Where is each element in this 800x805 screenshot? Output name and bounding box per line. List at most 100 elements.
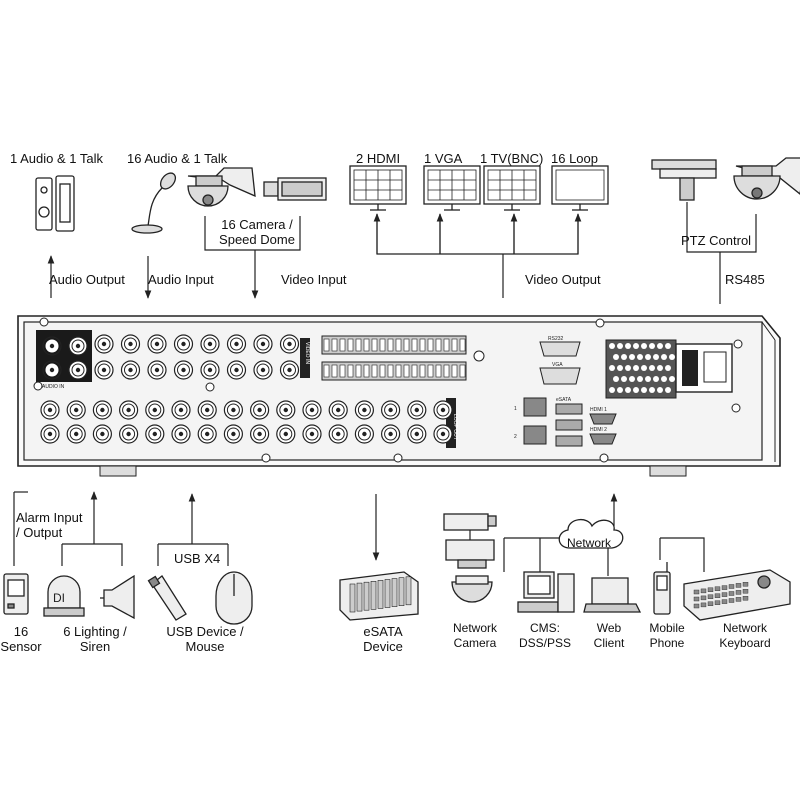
bnc-port [250, 424, 270, 444]
svg-text:DI: DI [53, 591, 65, 605]
bnc-port [302, 400, 322, 420]
network-keyboard-icon [683, 569, 791, 621]
terminal-pin [347, 338, 354, 352]
fan-hole [665, 365, 671, 371]
fan-hole [665, 343, 671, 349]
bnc-port [226, 360, 247, 380]
terminal-pin [387, 338, 394, 352]
terminal-pin [371, 338, 378, 352]
bnc-port [279, 334, 300, 354]
keyboard-key [735, 583, 742, 588]
bnc-port [197, 424, 217, 444]
bnc-port [328, 424, 348, 444]
bnc-port [276, 424, 296, 444]
vga-monitor-icon [423, 165, 481, 211]
terminal-pin [387, 364, 394, 378]
bnc-port [223, 424, 243, 444]
bnc-port [40, 400, 60, 420]
fan-hole [657, 365, 663, 371]
keyboard-key [700, 602, 707, 608]
vga-port-label: VGA [552, 362, 563, 368]
terminal-pin [379, 364, 386, 378]
ptz-camera-icon [651, 159, 717, 201]
terminal-pin [371, 364, 378, 378]
drive-bay [356, 582, 363, 612]
usb-device-mouse-label: USB Device / Mouse [166, 624, 244, 654]
loop-label: 16 Loop [551, 151, 598, 166]
terminal-pin [339, 364, 346, 378]
bottom-connector-lines [13, 491, 705, 576]
loop-out-port-label: LOOP OUT [452, 414, 458, 440]
keyboard-key [693, 596, 700, 602]
keyboard-key [735, 597, 742, 602]
terminal-pin [323, 364, 330, 378]
keyboard-key [728, 591, 735, 596]
drive-bay [398, 577, 405, 607]
bnc-port [120, 334, 141, 354]
bnc-port [119, 400, 139, 420]
keyboard-key [714, 586, 721, 591]
terminal-pin [339, 338, 346, 352]
esata-device-label: eSATA Device [363, 624, 403, 654]
camera-speed-dome-label: 16 Camera / Speed Dome [219, 217, 295, 247]
keyboard-key [714, 600, 721, 605]
fan-hole [641, 343, 647, 349]
speaker-icon [35, 175, 75, 232]
sensor-icon [3, 573, 29, 615]
fan-hole [661, 354, 667, 360]
lan1-port-label: 1 [514, 406, 517, 412]
keyboard-key [735, 590, 742, 595]
bnc-port [279, 360, 300, 380]
bnc-port [94, 334, 114, 354]
terminal-pin [435, 364, 442, 378]
fan-hole [633, 387, 639, 393]
network-cloud-label: Network [567, 536, 612, 550]
bnc-port [42, 360, 62, 380]
terminal-pin [323, 338, 330, 352]
keyboard-key [700, 595, 707, 601]
bnc-port [119, 424, 139, 444]
keyboard-key [742, 596, 749, 601]
keyboard-key [721, 599, 728, 604]
box-camera-icon [263, 177, 327, 201]
usb-stick-icon [147, 575, 187, 621]
fan-hole [637, 376, 643, 382]
bnc-port [250, 400, 270, 420]
bnc-port [66, 424, 86, 444]
bnc-port [92, 400, 113, 420]
fan-hole [653, 354, 659, 360]
terminal-pin [411, 338, 418, 352]
fan-hole [669, 354, 675, 360]
bnc-port [200, 334, 220, 354]
fan-hole [629, 354, 635, 360]
cms-computer-icon [517, 571, 575, 613]
terminal-pin [379, 338, 386, 352]
keyboard-key [728, 584, 735, 589]
hdmi-label: 2 HDMI [356, 151, 401, 166]
network-camera-icon [443, 513, 497, 603]
vga-label: 1 VGA [424, 151, 463, 166]
terminal-pin [427, 364, 434, 378]
fan-hole [621, 354, 627, 360]
fan-hole [641, 387, 647, 393]
fan-hole [649, 343, 655, 349]
mouse-icon [215, 571, 253, 625]
loop-monitor-icon [551, 165, 609, 211]
terminal-pin [403, 338, 410, 352]
fan-hole [617, 387, 623, 393]
fan-hole [609, 343, 615, 349]
esata-device-icon [339, 571, 419, 621]
bnc-port [68, 336, 88, 356]
tv-monitor-icon [483, 165, 541, 211]
alarm-io-label: Alarm Input / Output [16, 510, 83, 540]
fan-hole [657, 387, 663, 393]
terminal-pin [347, 364, 354, 378]
terminal-pin [443, 338, 450, 352]
fan-hole [645, 354, 651, 360]
terminal-pin [443, 364, 450, 378]
drive-bay [405, 576, 412, 606]
terminal-pin [427, 338, 434, 352]
laptop-icon [583, 577, 642, 613]
bnc-port [42, 336, 62, 356]
audio-1-talk-label: 1 Audio & 1 Talk [10, 151, 103, 166]
